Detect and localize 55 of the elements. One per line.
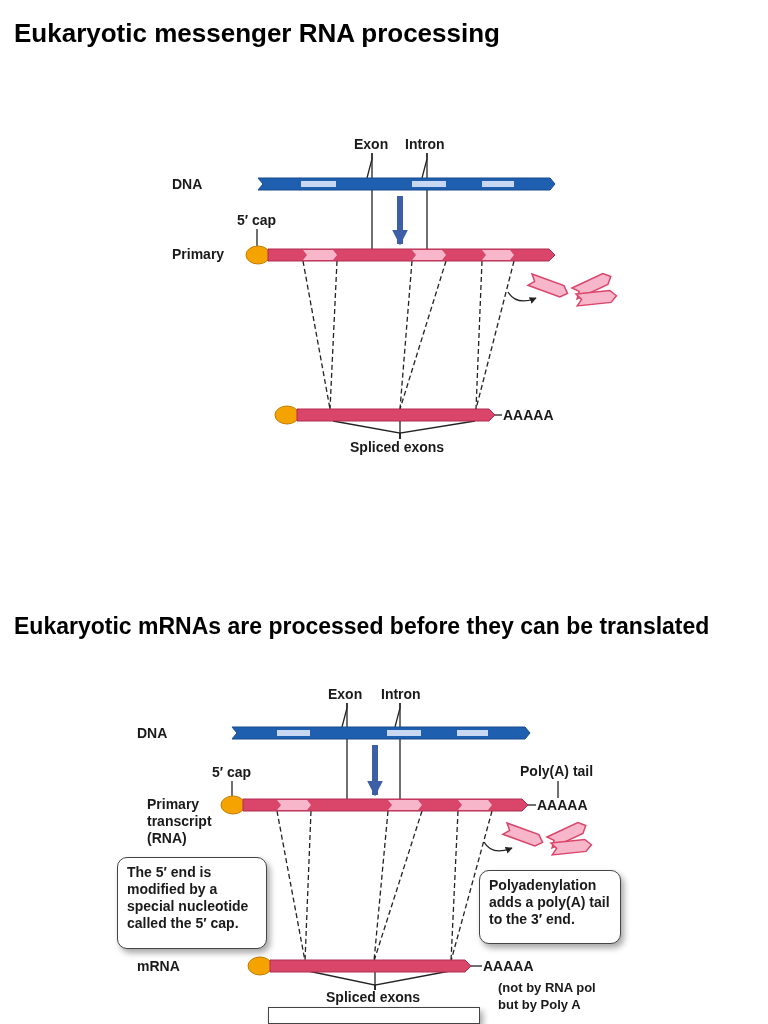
label-text: Exon (328, 686, 363, 703)
leader-line (426, 152, 428, 250)
leader-line (470, 965, 483, 967)
leader-line (527, 804, 537, 806)
title: Eukaryotic messenger RNA processing (14, 18, 500, 49)
rna-strand (296, 408, 496, 422)
dashed-line (475, 260, 483, 410)
leader-line (399, 702, 401, 800)
leader-line (371, 152, 373, 250)
rna-strand (242, 798, 529, 812)
label-text: AAAAA (537, 797, 588, 814)
callout-box (479, 870, 621, 944)
label-text: Poly(A) tail (520, 763, 594, 780)
callout-text: Polyadenylation adds a poly(A) tail to the 3′ end. (489, 877, 611, 928)
leader-line (494, 414, 503, 416)
leader-line (346, 702, 348, 800)
dna-strand (231, 726, 531, 740)
callout-box (117, 857, 267, 949)
arrow (392, 196, 408, 246)
leader-line (256, 228, 258, 247)
dashed-line (329, 260, 338, 410)
strand-label: Primary (172, 246, 225, 263)
arrow (483, 841, 513, 854)
label-text: 5′ cap (212, 764, 252, 781)
leader-line (231, 780, 233, 797)
arrow (507, 291, 537, 304)
label-text: Intron (405, 136, 445, 153)
callout-text: The 5′ end is modified by a special nucleotide called the 5′ cap. (127, 864, 250, 932)
label-text: Exon (354, 136, 389, 153)
arrow (367, 745, 383, 797)
dashed-line (399, 260, 447, 410)
strand-label: DNA (137, 725, 168, 742)
rna-strand (267, 248, 556, 262)
strand-label: mRNA (137, 958, 180, 975)
dashed-line (304, 810, 312, 962)
intron-fragments (501, 821, 593, 856)
rna-strand (269, 959, 472, 973)
dna-strand (257, 177, 556, 191)
label-text: Spliced exons (350, 439, 445, 456)
dashed-line (450, 810, 459, 962)
label-text: AAAAA (503, 407, 554, 424)
dashed-line (399, 260, 413, 410)
label-text: Spliced exons (326, 989, 421, 1006)
label-text: AAAAA (483, 958, 534, 975)
text-box (268, 1007, 480, 1024)
label-text: 5′ cap (237, 212, 277, 229)
strand-label: Primary transcript (RNA) (147, 796, 213, 847)
intron-fragments (526, 272, 618, 307)
label-text: Intron (381, 686, 421, 703)
heading: Eukaryotic mRNAs are processed before they can be translated (14, 613, 710, 640)
dashed-line (373, 810, 423, 962)
leader-line (557, 780, 559, 799)
dashed-line (450, 810, 493, 962)
strand-label: DNA (172, 176, 203, 193)
note-text: (not by RNA pol but by Poly A (498, 979, 597, 1013)
